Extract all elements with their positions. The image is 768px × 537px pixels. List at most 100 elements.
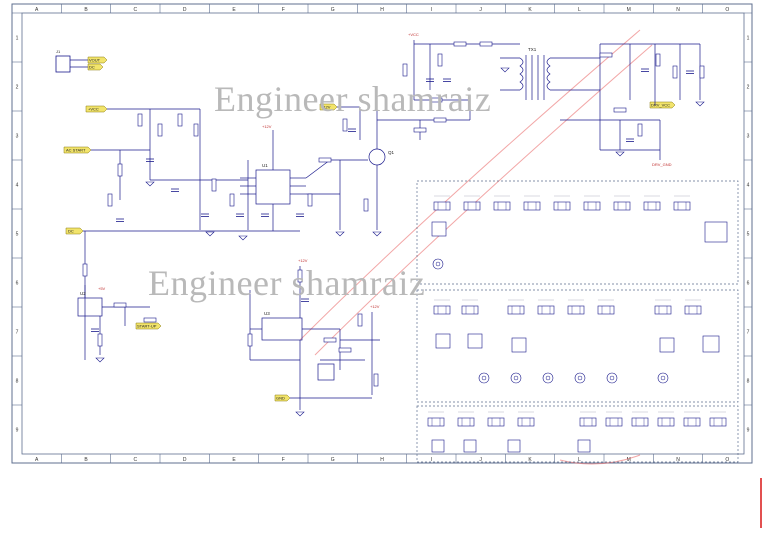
capacitor-glyphs <box>91 68 694 332</box>
bom-part <box>579 417 597 427</box>
bom-region-frames <box>416 180 739 463</box>
column-label: E <box>232 457 236 463</box>
net-label-drv-vcc: DRV_VCC <box>651 103 670 108</box>
bom-part <box>684 305 702 315</box>
column-label: A <box>35 7 39 13</box>
net-label-ac-start: AC START <box>66 148 86 153</box>
schematic-wiring <box>77 40 701 410</box>
resistor-glyphs <box>82 41 705 387</box>
bom-part <box>613 201 631 211</box>
bom-module <box>431 439 445 453</box>
column-label: I <box>431 457 432 463</box>
bom-part <box>683 417 701 427</box>
ground-symbols <box>95 67 705 417</box>
column-label: N <box>676 7 680 13</box>
ground-symbol <box>205 231 215 237</box>
resistor <box>107 193 113 207</box>
row-label: 7 <box>747 330 750 336</box>
net-label-vout: VOUT <box>89 58 101 63</box>
column-label: A <box>35 457 39 463</box>
resistor <box>373 373 379 387</box>
bom-part <box>654 305 672 315</box>
resistor <box>177 113 183 127</box>
resistor <box>655 53 661 67</box>
resistor <box>157 123 163 137</box>
resistor <box>402 63 408 77</box>
row-label: 3 <box>16 134 19 140</box>
row-label: 8 <box>16 379 19 385</box>
bom-part <box>605 417 623 427</box>
bom-part <box>583 201 601 211</box>
resistor <box>637 123 643 137</box>
sheet-inner-frame <box>21 12 745 455</box>
column-label: H <box>380 457 384 463</box>
input-connector <box>55 55 88 73</box>
stamp-arcs <box>299 29 653 465</box>
column-label: C <box>134 7 138 13</box>
resistor <box>338 347 352 353</box>
bom-mount-hole <box>657 372 669 384</box>
bom-module <box>511 337 527 353</box>
resistor <box>599 52 613 58</box>
net-label-dc: DC <box>68 229 74 234</box>
bom-part <box>433 201 451 211</box>
row-label: 6 <box>747 281 750 287</box>
column-label: C <box>134 457 138 463</box>
ground-symbol <box>295 411 305 417</box>
watermark-top: Engineer shamraiz <box>214 79 492 119</box>
row-label: 2 <box>747 85 750 91</box>
transformer-ref: TX1 <box>528 47 537 52</box>
bom-mount-hole <box>510 372 522 384</box>
bom-mount-hole-inner <box>660 375 666 381</box>
regulator-ref: U3 <box>264 311 270 316</box>
column-label: F <box>282 7 285 13</box>
edge-marker <box>760 478 762 528</box>
column-label: O <box>725 457 729 463</box>
row-label: 4 <box>16 183 19 189</box>
column-label: G <box>331 457 335 463</box>
bom-part <box>463 201 481 211</box>
column-label: D <box>183 457 187 463</box>
watermark-middle: Engineer shamraiz <box>148 263 426 303</box>
column-label: I <box>431 7 432 13</box>
bom-mount-hole <box>606 372 618 384</box>
resistor <box>82 263 88 277</box>
bom-part <box>433 305 451 315</box>
resistor <box>297 269 303 283</box>
bom-part <box>643 201 661 211</box>
net-label-gnd: GND <box>276 396 285 401</box>
column-label: H <box>380 7 384 13</box>
column-label: K <box>528 7 532 13</box>
ground-symbol <box>500 67 510 73</box>
resistor <box>323 337 337 343</box>
bom-mount-hole-inner <box>513 375 519 381</box>
bom-mount-hole <box>432 258 444 270</box>
net-label-drv-gnd: DRV_GND <box>652 162 672 167</box>
resistor <box>113 302 127 308</box>
bom-part <box>673 201 691 211</box>
row-label: 9 <box>16 428 19 434</box>
net-label-12v-mid: +12V <box>321 105 331 110</box>
bom-module <box>467 333 483 349</box>
net-label-5v: +5V <box>98 286 106 291</box>
row-label: 3 <box>747 134 750 140</box>
bom-part <box>507 305 525 315</box>
column-label: J <box>479 457 482 463</box>
bom-mount-hole-inner <box>577 375 583 381</box>
bom-part <box>493 201 511 211</box>
resistor <box>342 118 348 132</box>
resistor <box>97 333 103 347</box>
optocoupler-ref: U2 <box>80 291 86 296</box>
row-label: 7 <box>16 330 19 336</box>
row-label: 6 <box>16 281 19 287</box>
net-label-shapes <box>63 56 676 402</box>
resistor <box>413 127 427 133</box>
column-label: G <box>331 7 335 13</box>
net-label-12v-b: +12V <box>370 304 380 309</box>
ground-symbol <box>615 151 625 157</box>
ground-symbol <box>95 357 105 363</box>
bom-mount-hole-inner <box>609 375 615 381</box>
ground-symbol <box>695 101 705 107</box>
